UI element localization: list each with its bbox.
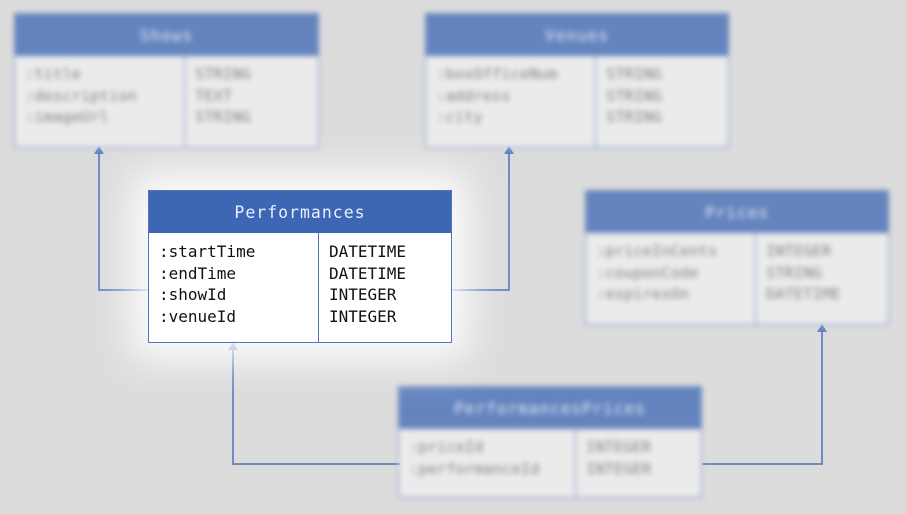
table-performances[interactable]: Performances :startTime :endTime :showId…	[148, 190, 452, 343]
table-title: Venues	[426, 14, 728, 56]
table-shows[interactable]: Shows :title :description :imageUrl STRI…	[14, 13, 319, 148]
field-name: :couponCode	[596, 263, 699, 282]
arrowhead-performances	[228, 342, 238, 350]
arrowhead-venues	[504, 146, 514, 154]
field-type: TEXT	[195, 86, 233, 105]
relation-performancesprices-prices	[702, 330, 823, 465]
field-type: INTEGER	[586, 438, 652, 456]
field-name: :imageUrl	[25, 108, 109, 126]
relation-performancesprices-performances	[232, 348, 400, 465]
field-type: STRING	[195, 65, 251, 83]
field-name: :endTime	[159, 263, 237, 283]
relation-performances-shows	[98, 152, 148, 291]
table-title: Prices	[586, 191, 888, 233]
field-name: :priceInCents	[596, 242, 718, 260]
field-type: INTEGER	[766, 242, 832, 260]
field-name: :showId	[159, 285, 227, 304]
field-type: DATETIME	[766, 285, 841, 303]
table-prices[interactable]: Prices :priceInCents :couponCode :expire…	[585, 190, 889, 325]
arrowhead-shows	[94, 146, 104, 154]
table-title: PerformancesPrices	[399, 387, 701, 429]
relation-performances-venues	[452, 152, 510, 291]
field-name: :description	[25, 86, 137, 105]
field-type: INTEGER	[586, 459, 652, 478]
field-type: DATETIME	[329, 263, 407, 283]
field-name: :address	[436, 86, 511, 105]
field-type: INTEGER	[329, 285, 397, 304]
field-name: :title	[25, 65, 81, 83]
field-type: DATETIME	[329, 242, 407, 261]
table-venues[interactable]: Venues :boxOfficeNum :address :city STRI…	[425, 13, 729, 148]
field-type: STRING	[766, 263, 822, 282]
field-name: :performanceId	[409, 459, 540, 478]
field-name: :boxOfficeNum	[436, 65, 558, 83]
table-performancesprices[interactable]: PerformancesPrices :priceId :performance…	[398, 386, 702, 498]
field-name: :startTime	[159, 242, 256, 261]
field-name: :priceId	[409, 438, 484, 456]
field-name: :venueId	[159, 306, 237, 326]
arrowhead-prices	[817, 324, 827, 332]
field-name: :city	[436, 108, 483, 126]
field-name: :expiresOn	[596, 285, 690, 303]
field-type: STRING	[606, 108, 662, 126]
table-title: Shows	[15, 14, 318, 56]
field-type: STRING	[606, 86, 662, 105]
field-type: INTEGER	[329, 306, 397, 326]
field-type: STRING	[606, 65, 662, 83]
field-type: STRING	[195, 108, 251, 126]
table-title: Performances	[149, 191, 451, 233]
